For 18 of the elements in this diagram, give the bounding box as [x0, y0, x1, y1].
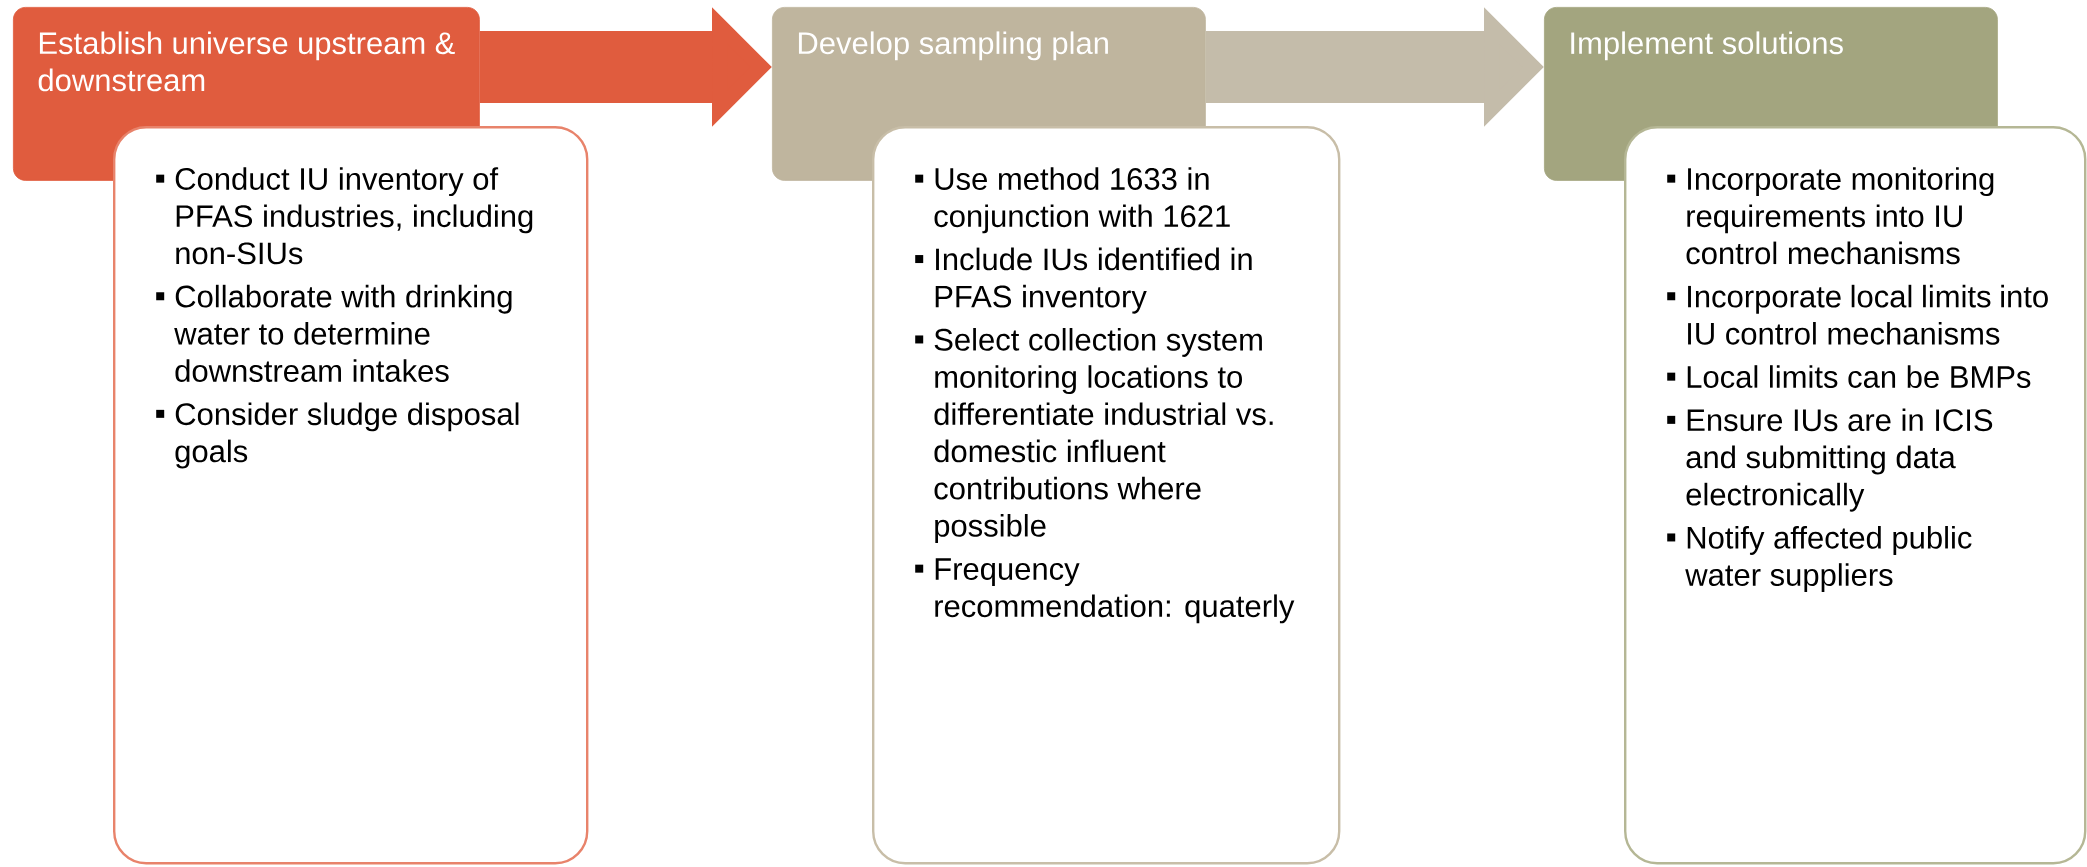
bullet-item: Select collection system monitoring locations to differentiate industrial vs. domestic influent contributions where possible [934, 328, 1273, 543]
bullet-item: Conduct IU inventory of PFAS industries, including non-SIUs [175, 167, 533, 265]
heading: Establish universe upstream & downstream [38, 31, 455, 92]
bullet-list-box [1624, 126, 2087, 865]
bullet-item: Incorporate monitoring requirements into IU control mechanisms [1686, 167, 1994, 265]
bullet-item: Notify affected public water suppliers [1685, 526, 1972, 593]
bullet-item: Consider sludge disposal goals [175, 402, 519, 469]
bullet-item: Ensure IUs are in ICIS and submitting data electronically [1686, 408, 1993, 512]
bullet-item: Collaborate with drinking water to determine downstream intakes [174, 284, 512, 382]
bullet-list-box [872, 126, 1341, 865]
heading: Implement solutions [1571, 31, 1843, 61]
bullet-list-box [113, 126, 589, 865]
bullet-item: Incorporate local limits into IU control mechanisms [1688, 284, 2048, 345]
bullet-item: Include IUs identified in PFAS inventory [935, 247, 1252, 314]
heading: Develop sampling plan [798, 31, 1108, 61]
bullet-item: Use method 1633 in conjunction with 1621 [934, 167, 1230, 234]
bullet-item: Local limits can be BMPs [1687, 365, 2031, 388]
bullet-item: Frequency recommendation: quaterly [935, 558, 1295, 624]
